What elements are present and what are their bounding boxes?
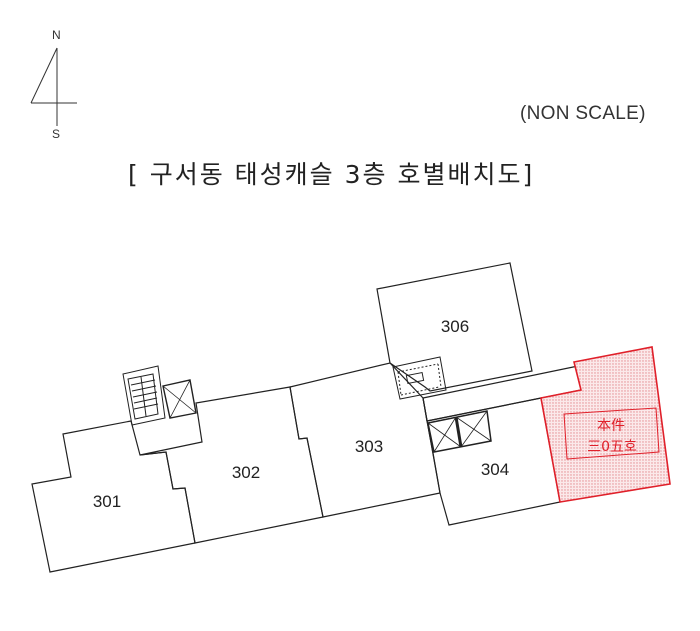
subject-label-line1: 本件 bbox=[597, 418, 625, 434]
subject-label-line2: 三0五호 bbox=[587, 439, 637, 455]
unit-label-302: 302 bbox=[232, 463, 260, 482]
unit-label-306: 306 bbox=[441, 317, 469, 336]
elevator-icon bbox=[162, 379, 197, 419]
unit-label-304: 304 bbox=[481, 460, 509, 479]
staircase-icon bbox=[122, 365, 166, 426]
non-scale-note: (NON SCALE) bbox=[520, 103, 646, 124]
shaft-icon bbox=[392, 356, 447, 400]
subject-label-box bbox=[563, 407, 660, 460]
north-label: N bbox=[52, 28, 61, 42]
unit-306-outline[interactable] bbox=[376, 262, 533, 392]
unit-303-outline[interactable] bbox=[289, 362, 441, 518]
south-label: S bbox=[52, 127, 61, 141]
unit-label-303: 303 bbox=[355, 437, 383, 456]
double-elevator-icon bbox=[427, 410, 492, 453]
unit-label-301: 301 bbox=[93, 492, 121, 511]
north-arrow: N S bbox=[28, 28, 88, 143]
compass-arrow-icon bbox=[30, 47, 77, 126]
subject-unit-305[interactable]: 本件 三0五호 bbox=[540, 346, 671, 503]
page-title: [ 구서동 태성캐슬 3층 호별배치도] bbox=[128, 160, 535, 189]
